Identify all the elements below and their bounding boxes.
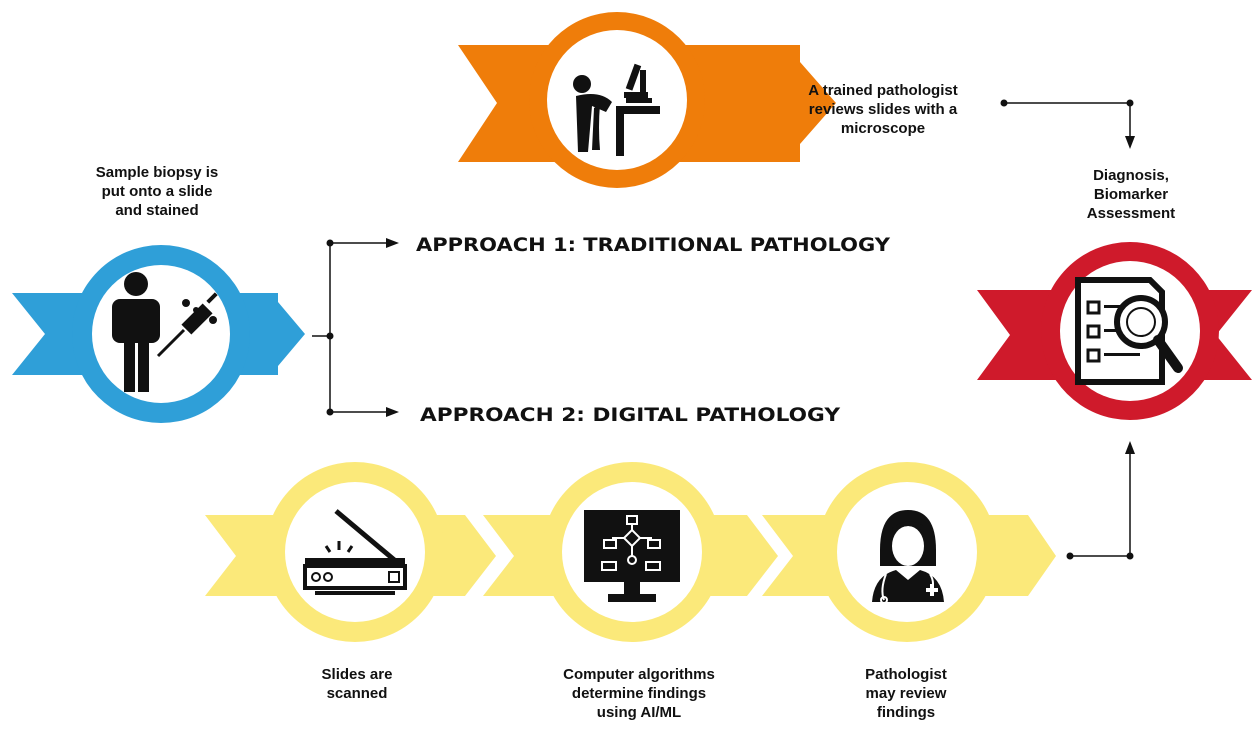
- algorithm-label-line: determine findings: [572, 685, 706, 702]
- person-syringe-icon: [112, 272, 218, 392]
- connectors: [312, 102, 1131, 557]
- sample-label-line: Sample biopsy is: [96, 164, 219, 181]
- traditional-label: A trained pathologist reviews slides wit…: [808, 82, 958, 137]
- algorithm-label-line: using AI/ML: [597, 704, 681, 721]
- traditional-label-line: reviews slides with a: [809, 101, 958, 118]
- scanner-icon: [303, 509, 407, 595]
- doctor-icon: [872, 510, 944, 604]
- arrow-to-approach1: [386, 238, 399, 248]
- traditional-label-line: microscope: [841, 120, 925, 137]
- connector-arrowheads: [326, 99, 1135, 560]
- review-label-line: may review: [866, 685, 947, 702]
- traditional-label-line: A trained pathologist: [808, 82, 957, 99]
- report-magnifier-icon: [1075, 277, 1183, 385]
- sample-label-line: and stained: [115, 202, 198, 219]
- sample-label: Sample biopsy is put onto a slide and st…: [96, 164, 219, 219]
- review-label: Pathologist may review findings: [865, 666, 947, 721]
- scan-label-line: scanned: [327, 685, 388, 702]
- arrow-to-diagnosis-top: [1125, 136, 1135, 149]
- review-label-line: Pathologist: [865, 666, 947, 683]
- arrow-to-approach2: [386, 407, 399, 417]
- review-label-line: findings: [877, 704, 935, 721]
- traditional-node: [458, 12, 836, 188]
- approach2-title: APPROACH 2: DIGITAL PATHOLOGY: [420, 404, 840, 426]
- arrow-to-diagnosis-bottom: [1125, 441, 1135, 454]
- diagnosis-label-line: Diagnosis,: [1093, 167, 1169, 184]
- diagnosis-label-line: Assessment: [1087, 205, 1175, 222]
- microscope-icon: [573, 63, 660, 156]
- diagnosis-node: [977, 242, 1252, 420]
- computer-flowchart-icon: [584, 510, 680, 602]
- diagnosis-label-line: Biomarker: [1094, 186, 1168, 203]
- sample-label-line: put onto a slide: [102, 183, 213, 200]
- digital-pathway: [205, 462, 1056, 642]
- algorithm-label: Computer algorithms determine findings u…: [563, 666, 715, 721]
- approach1-title: APPROACH 1: TRADITIONAL PATHOLOGY: [416, 234, 890, 256]
- sample-node: [12, 245, 305, 423]
- scan-label-line: Slides are: [322, 666, 393, 683]
- algorithm-label-line: Computer algorithms: [563, 666, 715, 683]
- scan-label: Slides are scanned: [322, 666, 393, 702]
- yellow-disc-1: [285, 482, 425, 622]
- diagnosis-label: Diagnosis, Biomarker Assessment: [1087, 167, 1175, 222]
